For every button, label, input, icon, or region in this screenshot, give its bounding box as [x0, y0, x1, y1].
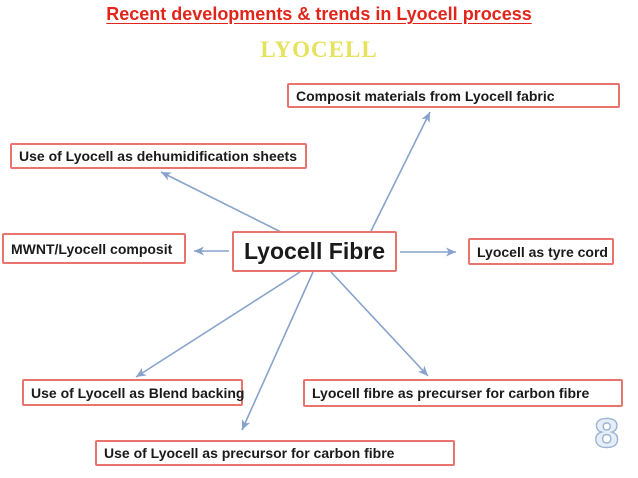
node-tyre-cord: Lyocell as tyre cord [468, 238, 614, 265]
arrow-to-precursor-carbon-fibre [241, 271, 314, 431]
node-label: Use of Lyocell as Blend backing [31, 384, 245, 401]
node-precursor-carbon-fibre: Use of Lyocell as precursor for carbon f… [95, 440, 455, 466]
node-label: Use of Lyocell as dehumidification sheet… [19, 148, 297, 164]
node-mwnt-composit: MWNT/Lyocell composit [2, 233, 186, 264]
arrow-to-blend-backing [135, 271, 301, 378]
node-blend-backing: Use of Lyocell as Blend backing [22, 379, 245, 406]
node-label: MWNT/Lyocell composit [11, 240, 173, 257]
arrow-to-precurser-carbon-fibre [330, 271, 429, 377]
node-label: Lyocell fibre as precurser for carbon fi… [312, 385, 590, 401]
node-composit-materials: Composit materials from Lyocell fabric [287, 83, 620, 108]
node-label: Composit materials from Lyocell fabric [296, 87, 555, 104]
node-dehumidification-sheets: Use of Lyocell as dehumidification sheet… [10, 143, 307, 169]
arrow-to-composit-materials [370, 111, 431, 232]
slide-subtitle: LYOCELL [260, 37, 378, 62]
node-label: Lyocell as tyre cord [477, 243, 608, 260]
page-number: 8 [593, 411, 621, 456]
node-lyocell-fibre-center: Lyocell Fibre [232, 231, 397, 272]
node-label: Lyocell Fibre [243, 238, 386, 264]
arrow-to-dehumidification-sheets [160, 171, 284, 234]
node-precurser-carbon-fibre: Lyocell fibre as precurser for carbon fi… [303, 379, 623, 407]
node-label: Use of Lyocell as precursor for carbon f… [104, 445, 395, 461]
slide-title: Recent developments & trends in Lyocell … [106, 4, 532, 24]
